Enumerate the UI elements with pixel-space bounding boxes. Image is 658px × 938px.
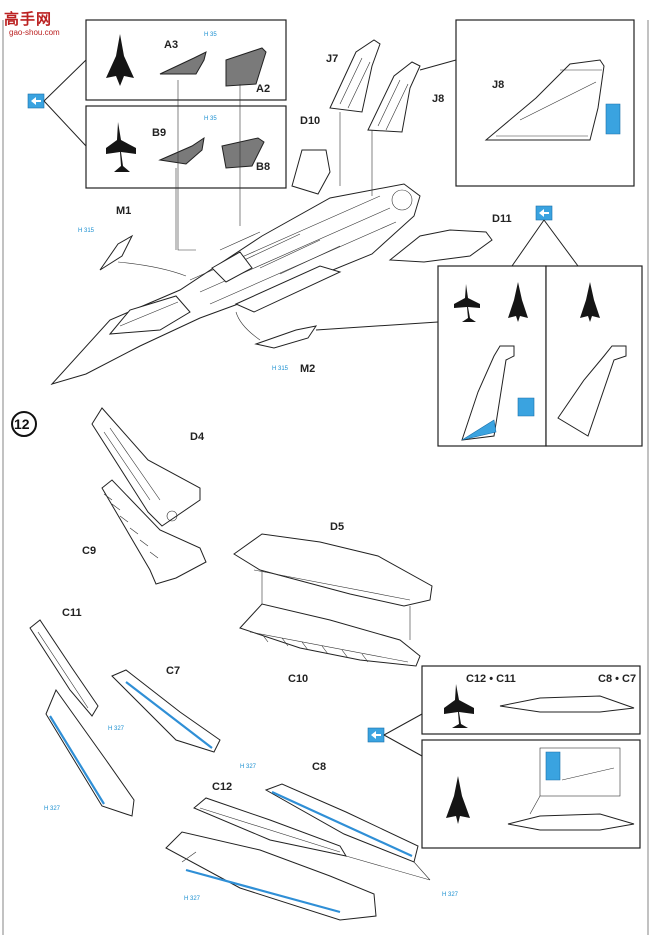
fin-silhouette-icon xyxy=(106,34,134,86)
step-number-badge xyxy=(11,411,37,437)
part-j8-detail-label: J8 xyxy=(492,79,504,91)
part-c11-label: C11 xyxy=(62,607,82,619)
paint-code-h35-a: H 35 xyxy=(204,32,217,38)
part-a3-shape xyxy=(159,51,207,75)
paint-code-h315-b: H 315 xyxy=(272,366,289,372)
part-m1-shape xyxy=(99,234,134,271)
step-number: 12 xyxy=(14,416,30,432)
fin-silhouette-icon xyxy=(446,776,470,824)
part-c12-label: C12 xyxy=(212,781,232,793)
part-d10-label: D10 xyxy=(300,115,320,127)
stabilizer-option-top-box xyxy=(85,19,287,101)
part-m2-label: M2 xyxy=(300,363,315,375)
paint-code-h315-a: H 315 xyxy=(78,228,95,234)
part-m1-label: M1 xyxy=(116,205,131,217)
aircraft-silhouette-icon xyxy=(454,284,480,322)
fin-silhouette-icon xyxy=(580,282,600,322)
fin-j7 xyxy=(329,39,381,113)
paint-code-h35-b: H 35 xyxy=(204,116,217,122)
fin-silhouette-icon xyxy=(508,282,528,322)
part-d4-label: D4 xyxy=(190,431,205,443)
paint-code-h327-e: H 327 xyxy=(442,892,459,898)
part-c9-label: C9 xyxy=(82,545,96,557)
part-a2-shape xyxy=(225,47,267,87)
flap-left-c11 xyxy=(29,619,99,717)
part-j7-label: J7 xyxy=(326,53,338,65)
wing-lower-assembly xyxy=(165,831,377,921)
part-c10-label: C10 xyxy=(288,673,308,685)
flap-c7 xyxy=(111,669,221,753)
part-m2-shape xyxy=(254,325,318,349)
paint-badge-icon xyxy=(517,397,535,417)
part-c7-label: C7 xyxy=(166,665,180,677)
wing-right-upper xyxy=(233,533,433,607)
paint-badge-icon xyxy=(545,751,561,781)
aircraft-silhouette-icon xyxy=(106,122,136,172)
wing-right-lower xyxy=(239,603,421,667)
fin-j8-detail-box xyxy=(455,19,635,187)
part-a2-label: A2 xyxy=(256,83,270,95)
part-d11-label: D11 xyxy=(492,213,512,225)
paint-code-h327-c: H 327 xyxy=(240,764,257,770)
fuselage-assembly xyxy=(50,149,421,385)
part-d11-shape xyxy=(388,229,493,263)
part-b8-label: B8 xyxy=(256,161,270,173)
flap-c8 xyxy=(264,783,419,863)
stabilizer-option-bottom-box xyxy=(85,105,287,189)
wing-left-upper xyxy=(91,407,201,527)
paint-code-h327-b: H 327 xyxy=(44,806,61,812)
flap-left-lower xyxy=(45,688,135,817)
flap-option-top-box xyxy=(421,665,641,735)
part-c8-label: C8 xyxy=(312,761,326,773)
part-c8-c7-label: C8 • C7 xyxy=(598,673,636,685)
part-b9-label: B9 xyxy=(152,127,166,139)
flap-option-bottom-box xyxy=(421,739,641,849)
flap-c12 xyxy=(193,797,348,857)
paint-code-h327-d: H 327 xyxy=(184,896,201,902)
part-b9-shape xyxy=(158,136,205,165)
watermark-brand: 高手网 xyxy=(4,11,53,28)
aircraft-silhouette-icon xyxy=(444,684,474,728)
paint-code-h327-a: H 327 xyxy=(108,726,125,732)
fin-j8 xyxy=(367,61,421,133)
wing-left-lower xyxy=(101,479,207,585)
intake-option-box xyxy=(437,265,643,447)
part-a3-label: A3 xyxy=(164,39,178,51)
part-c12-c11-label: C12 • C11 xyxy=(466,673,516,685)
watermark-url: gao-shou.com xyxy=(9,28,60,37)
paint-badge-icon xyxy=(605,103,621,135)
part-d5-label: D5 xyxy=(330,521,344,533)
part-b8-shape xyxy=(221,137,265,169)
part-j8-label: J8 xyxy=(432,93,444,105)
